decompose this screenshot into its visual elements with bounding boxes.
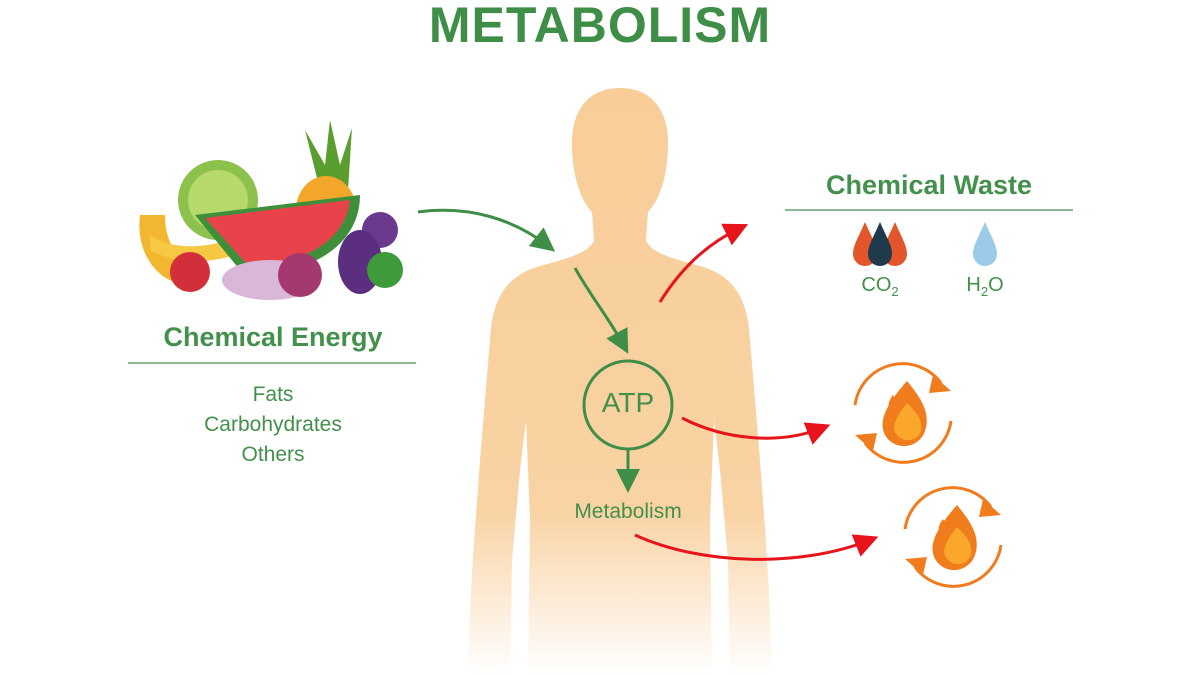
fruits-vegetables-illustration xyxy=(139,120,403,300)
co2-subscript: 2 xyxy=(891,284,899,299)
energy-list: Fats Carbohydrates Others xyxy=(128,380,418,470)
page-title: METABOLISM xyxy=(428,0,772,53)
waste-divider xyxy=(785,209,1073,211)
human-body-silhouette xyxy=(468,88,772,675)
energy-divider xyxy=(128,362,416,364)
h2o-text: O xyxy=(988,274,1004,296)
energy-item: Fats xyxy=(252,383,294,406)
heat-cycle-icon xyxy=(853,362,953,464)
h2o-droplet-icon xyxy=(973,222,997,266)
co2-text: CO xyxy=(861,274,892,296)
energy-item: Carbohydrates xyxy=(204,413,342,436)
h2o-subscript: 2 xyxy=(980,284,989,299)
metabolism-to-heat-arrow xyxy=(634,533,879,561)
food-to-body-arrow xyxy=(417,208,556,252)
chemical-energy-heading: Chemical Energy xyxy=(163,322,383,352)
co2-label: CO2 xyxy=(830,274,930,299)
energy-item: Others xyxy=(241,443,305,466)
atp-label: ATP xyxy=(601,387,655,418)
heat-cycle-icon xyxy=(903,486,1003,588)
atp-to-heat-arrow xyxy=(681,416,831,445)
body-to-atp-arrow xyxy=(573,267,629,354)
h2o-label: H2O xyxy=(935,274,1035,299)
chemical-waste-heading: Chemical Waste xyxy=(825,170,1033,200)
metabolism-label: Metabolism xyxy=(574,500,682,523)
co2-droplets-icon xyxy=(853,222,907,266)
waste-arrow xyxy=(658,223,749,303)
h2o-text: H xyxy=(966,274,981,296)
atp-circle xyxy=(582,359,674,451)
